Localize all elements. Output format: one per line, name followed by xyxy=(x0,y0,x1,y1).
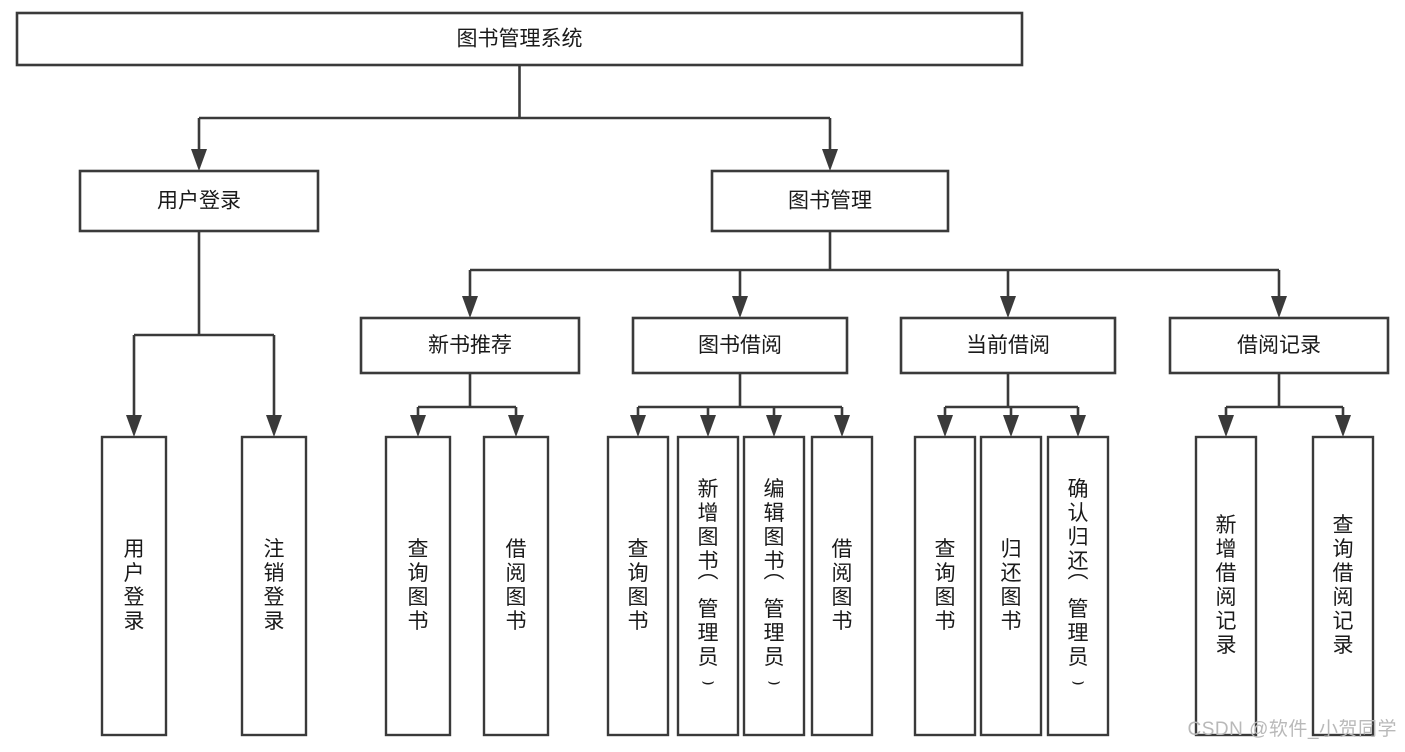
arrow-head-icon xyxy=(822,149,838,171)
node-label: 借阅记录 xyxy=(1237,334,1321,357)
node-label: 注销登录 xyxy=(264,538,285,633)
arrow-head-icon xyxy=(630,415,646,437)
node-current-borrow[interactable]: 当前借阅 xyxy=(899,316,1117,375)
arrow-head-icon xyxy=(508,415,524,437)
node-box xyxy=(15,11,1024,67)
arrow-head-icon xyxy=(266,415,282,437)
arrow-head-icon xyxy=(410,415,426,437)
node-box xyxy=(742,435,806,737)
arrow-head-icon xyxy=(766,415,782,437)
node-root-图书管理系统[interactable]: 图书管理系统 xyxy=(15,11,1024,67)
node-label: 借阅图书 xyxy=(832,538,853,633)
node-leaf-query-book-3[interactable]: 查询图书 xyxy=(913,435,977,737)
node-label: 图书管理 xyxy=(788,190,872,213)
node-box xyxy=(384,435,452,737)
node-leaf-query-book-1[interactable]: 查询图书 xyxy=(384,435,452,737)
node-label: 查询图书 xyxy=(628,538,649,633)
node-new-book-recommend[interactable]: 新书推荐 xyxy=(359,316,581,375)
arrow-head-icon xyxy=(1335,415,1351,437)
node-box xyxy=(631,316,849,375)
node-label: 图书管理系统 xyxy=(457,28,583,51)
node-leaf-borrow-book-2[interactable]: 借阅图书 xyxy=(810,435,874,737)
arrow-head-icon xyxy=(1218,415,1234,437)
node-label: 新书推荐 xyxy=(428,334,512,357)
node-box xyxy=(913,435,977,737)
node-box xyxy=(240,435,308,737)
node-box xyxy=(100,435,168,737)
node-box xyxy=(979,435,1043,737)
arrow-head-icon xyxy=(1000,296,1016,318)
node-box xyxy=(1311,435,1375,737)
node-leaf-edit-book[interactable]: 编辑图书⌒管理员⌣ xyxy=(742,435,806,737)
node-label: 新增借阅记录 xyxy=(1216,514,1237,657)
node-box xyxy=(810,435,874,737)
node-leaf-user-login[interactable]: 用户登录 xyxy=(100,435,168,737)
node-label: 查询图书 xyxy=(408,538,429,633)
node-box xyxy=(606,435,670,737)
arrow-head-icon xyxy=(1003,415,1019,437)
node-leaf-confirm-return[interactable]: 确认归还⌒管理员⌣ xyxy=(1046,435,1110,737)
node-box xyxy=(1168,316,1390,375)
node-box xyxy=(676,435,740,737)
node-box xyxy=(710,169,950,233)
arrow-head-icon xyxy=(700,415,716,437)
node-leaf-return-book[interactable]: 归还图书 xyxy=(979,435,1043,737)
node-leaf-add-record[interactable]: 新增借阅记录 xyxy=(1194,435,1258,737)
node-label: 用户登录 xyxy=(124,538,145,633)
node-box xyxy=(78,169,320,233)
watermark-label: CSDN @软件_小贺同学 xyxy=(1187,719,1397,740)
node-box xyxy=(1046,435,1110,737)
node-user-login[interactable]: 用户登录 xyxy=(78,169,320,233)
node-label: 当前借阅 xyxy=(966,334,1050,357)
node-borrow-record[interactable]: 借阅记录 xyxy=(1168,316,1390,375)
node-leaf-query-book-2[interactable]: 查询图书 xyxy=(606,435,670,737)
node-book-borrow[interactable]: 图书借阅 xyxy=(631,316,849,375)
node-label: 编辑图书⌒管理员⌣ xyxy=(764,478,785,693)
arrow-head-icon xyxy=(732,296,748,318)
node-book-manage[interactable]: 图书管理 xyxy=(710,169,950,233)
node-label: 查询借阅记录 xyxy=(1333,514,1354,657)
node-label: 查询图书 xyxy=(935,538,956,633)
node-leaf-borrow-book-1[interactable]: 借阅图书 xyxy=(482,435,550,737)
arrow-head-icon xyxy=(834,415,850,437)
arrow-head-icon xyxy=(1271,296,1287,318)
node-label: 图书借阅 xyxy=(698,334,782,357)
arrow-head-icon xyxy=(937,415,953,437)
node-box xyxy=(482,435,550,737)
node-label: 用户登录 xyxy=(157,190,241,213)
node-box xyxy=(899,316,1117,375)
arrow-head-icon xyxy=(1070,415,1086,437)
node-leaf-query-record[interactable]: 查询借阅记录 xyxy=(1311,435,1375,737)
node-leaf-add-book[interactable]: 新增图书⌒管理员⌣ xyxy=(676,435,740,737)
node-leaf-logout[interactable]: 注销登录 xyxy=(240,435,308,737)
node-label: 确认归还⌒管理员⌣ xyxy=(1068,478,1089,693)
arrow-head-icon xyxy=(126,415,142,437)
node-box xyxy=(359,316,581,375)
arrow-head-icon xyxy=(191,149,207,171)
node-box xyxy=(1194,435,1258,737)
node-label: 借阅图书 xyxy=(506,538,527,633)
arrow-head-icon xyxy=(462,296,478,318)
node-label: 新增图书⌒管理员⌣ xyxy=(698,478,719,693)
node-label: 归还图书 xyxy=(1001,538,1022,633)
